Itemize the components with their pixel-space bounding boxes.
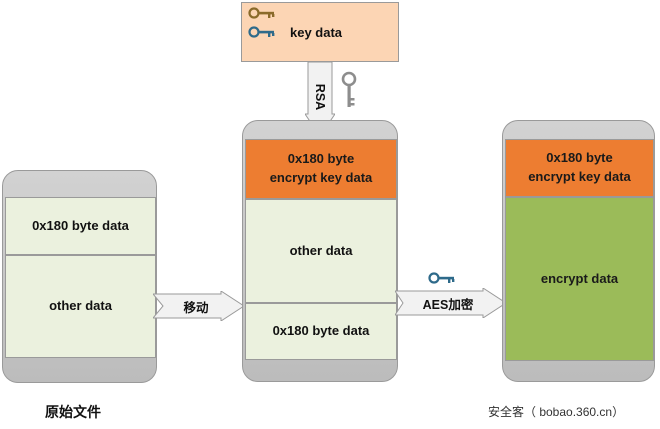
header-line-2: encrypt key data — [528, 169, 631, 184]
silver-key-icon — [341, 71, 357, 107]
header-line-1: 0x180 byte — [546, 150, 613, 166]
aes-arrow-label: AES加密 — [422, 297, 474, 312]
watermark: 安全客（ bobao.360.cn） — [488, 405, 625, 419]
encrypted-file: 0x180 byte encrypt key data encrypt data — [502, 120, 655, 382]
rsa-arrow-label: RSA — [313, 83, 327, 111]
blue-key-icon — [248, 26, 275, 38]
intermediate-file: 0x180 byte encrypt key data other data 0… — [242, 120, 398, 382]
key-data-label: key data — [290, 25, 343, 40]
gold-key-icon — [248, 7, 275, 19]
segment-other-data: other data — [245, 199, 397, 303]
encrypt-key-header: 0x180 byte encrypt key data — [505, 139, 654, 197]
move-arrow — [153, 291, 245, 321]
segment-other-data: other data — [5, 255, 156, 358]
blue-key-icon — [428, 272, 455, 284]
segment-byte-data: 0x180 byte data — [5, 197, 156, 255]
encrypt-key-header: 0x180 byte encrypt key data — [245, 139, 397, 199]
original-file-caption: 原始文件 — [45, 404, 101, 420]
move-arrow-label: 移动 — [183, 300, 209, 315]
segment-byte-data: 0x180 byte data — [245, 303, 397, 360]
original-file: 0x180 byte data other data — [2, 170, 157, 383]
header-line-2: encrypt key data — [269, 170, 373, 185]
header-line-1: 0x180 byte — [287, 151, 355, 167]
segment-encrypt-data: encrypt data — [505, 197, 654, 361]
aes-arrow — [395, 288, 507, 318]
key-data-box: key data — [241, 2, 399, 62]
